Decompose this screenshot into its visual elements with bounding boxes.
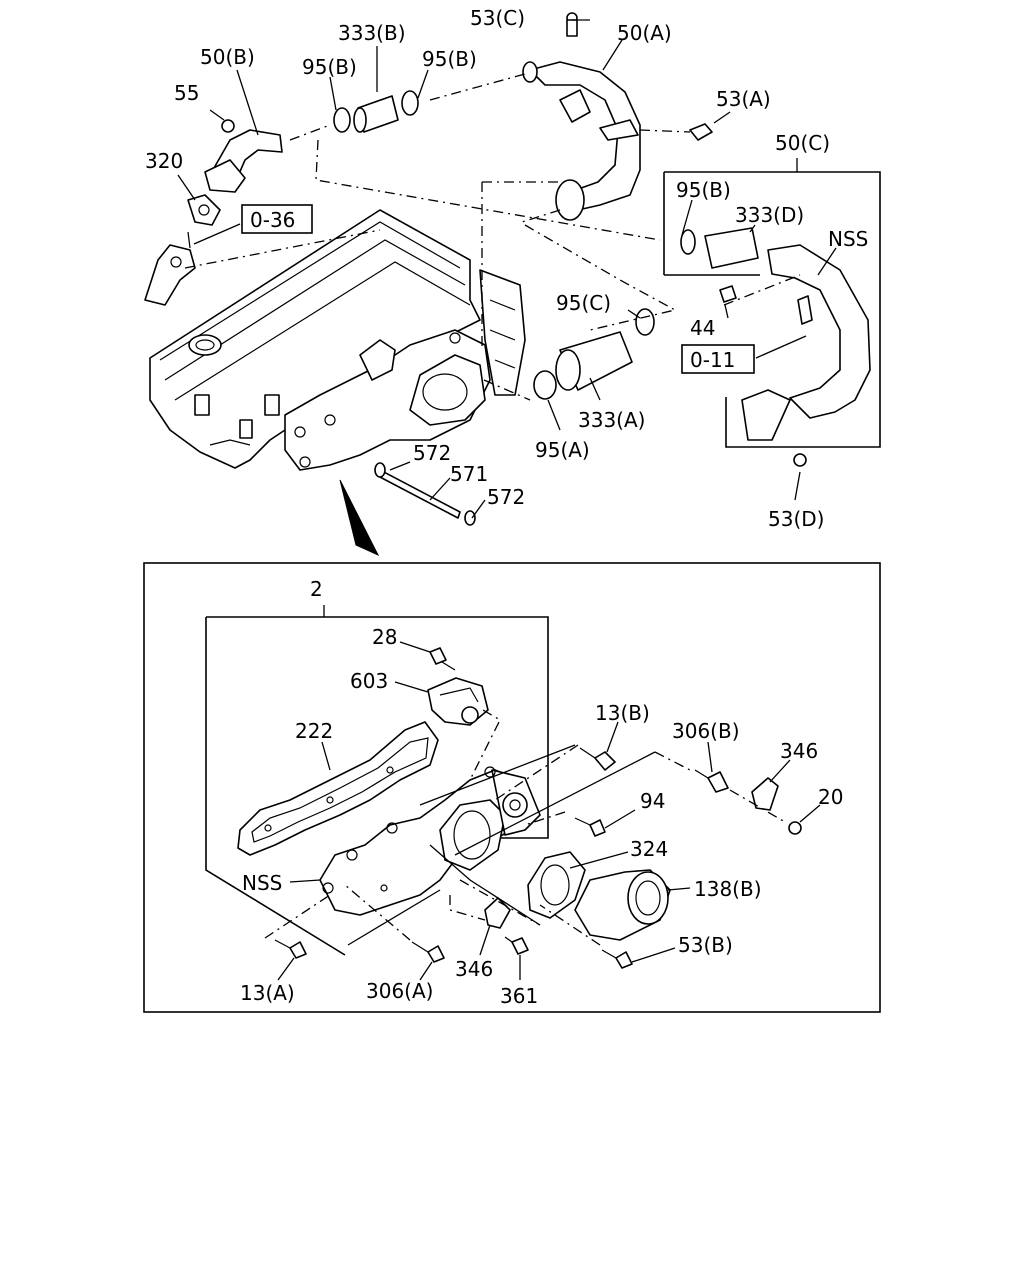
bolt-13a	[274, 939, 307, 981]
label-324: 324	[630, 837, 668, 861]
pipe-50a	[522, 12, 713, 221]
gasket-324	[527, 851, 629, 919]
label-95b-1: 95(B)	[302, 55, 357, 79]
label-333b: 333(B)	[338, 21, 406, 45]
label-011: 0-11	[690, 348, 735, 372]
bolt-28	[399, 641, 456, 671]
label-036: 0-36	[250, 208, 295, 232]
label-13a: 13(A)	[240, 981, 295, 1005]
bolt-13b	[494, 721, 619, 801]
bracket-346-lower	[479, 897, 511, 956]
hose-333a	[555, 331, 633, 391]
bracket-346-upper	[751, 759, 791, 811]
bolt-306a	[411, 941, 445, 981]
label-53c: 53(C)	[470, 6, 525, 30]
label-44: 44	[690, 316, 715, 340]
clamp-95c	[635, 308, 655, 336]
label-95b-2: 95(B)	[422, 47, 477, 71]
label-13b: 13(B)	[595, 701, 650, 725]
housing-nss	[289, 766, 541, 916]
label-50b: 50(B)	[200, 45, 255, 69]
detail-arrow	[339, 479, 380, 557]
valve-603	[394, 677, 501, 781]
ref-box-011	[681, 344, 755, 374]
label-55: 55	[174, 81, 199, 105]
label-94: 94	[640, 789, 665, 813]
hose-333b	[353, 95, 399, 133]
gasket-320	[187, 194, 221, 226]
label-333d: 333(D)	[735, 203, 804, 227]
label-53b: 53(B)	[678, 933, 733, 957]
label-28: 28	[372, 625, 397, 649]
fitting-036	[144, 231, 196, 306]
label-95a: 95(A)	[535, 438, 590, 462]
label-222: 222	[295, 719, 333, 743]
clamp-95a	[533, 370, 557, 400]
label-53d: 53(D)	[768, 507, 824, 531]
hose-50b	[204, 119, 283, 193]
label-138b: 138(B)	[694, 877, 762, 901]
assembly-2-bracket	[206, 616, 549, 839]
engine-block	[149, 209, 526, 469]
label-361: 361	[500, 984, 538, 1008]
clamp-95b-left	[333, 107, 351, 133]
label-95b-3: 95(B)	[676, 178, 731, 202]
bolt-306b	[694, 741, 729, 793]
upper-leader-lines	[177, 19, 881, 519]
outlet-138b	[574, 869, 691, 941]
label-346-1: 346	[780, 739, 818, 763]
bolt-361	[504, 936, 529, 980]
bolt-94	[574, 809, 636, 837]
label-320: 320	[145, 149, 183, 173]
label-306a: 306(A)	[366, 979, 433, 1003]
bolt-53b	[601, 947, 676, 969]
label-50a: 50(A)	[617, 21, 672, 45]
pipe-571	[374, 462, 476, 526]
label-nss-2: NSS	[242, 871, 282, 895]
label-333a: 333(A)	[578, 408, 645, 432]
label-346-2: 346	[455, 957, 493, 981]
label-53a: 53(A)	[716, 87, 771, 111]
label-2: 2	[310, 577, 323, 601]
label-572-2: 572	[487, 485, 525, 509]
nut-20	[788, 804, 821, 835]
lower-leader-lines	[264, 744, 786, 946]
thermostat-housing-installed	[284, 329, 491, 471]
label-603: 603	[350, 669, 388, 693]
label-nss-1: NSS	[828, 227, 868, 251]
clamp-95b-right	[401, 90, 419, 116]
gasket-222	[237, 721, 439, 856]
label-20: 20	[818, 785, 843, 809]
ref-box-036	[241, 204, 313, 234]
label-572-1: 572	[413, 441, 451, 465]
pipe-50c	[680, 227, 871, 467]
detail-frame	[143, 562, 881, 1013]
label-95c: 95(C)	[556, 291, 611, 315]
labels: 53(C) 50(A) 333(B) 95(B) 95(B) 50(B) 55 …	[145, 6, 868, 1008]
label-306b: 306(B)	[672, 719, 740, 743]
label-571: 571	[450, 462, 488, 486]
label-50c: 50(C)	[775, 131, 830, 155]
